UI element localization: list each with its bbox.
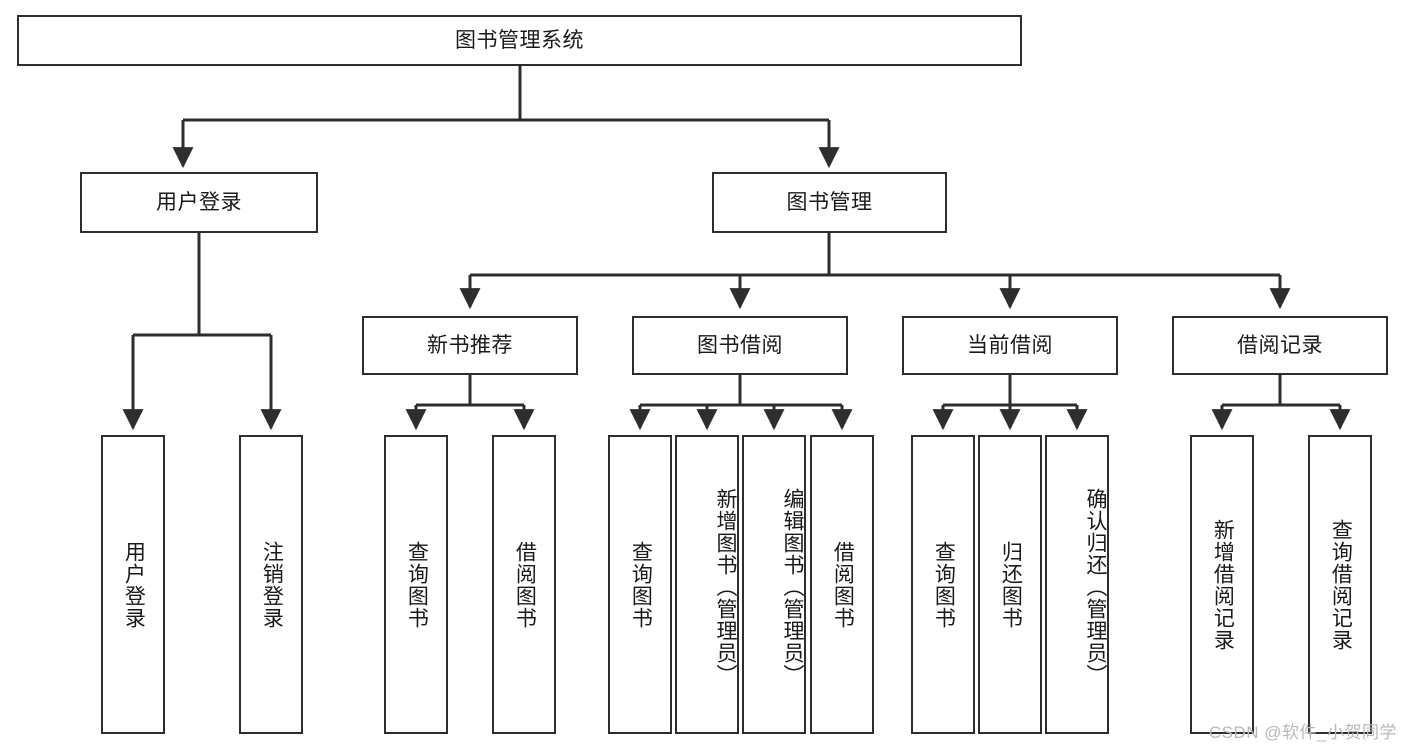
node-leaf-book-borrow-action[interactable]: 借阅图书: [810, 435, 874, 734]
node-leaf-book-add-label: 新增图书（管理员）: [714, 487, 737, 686]
node-leaf-newbook-query[interactable]: 查询图书: [384, 435, 448, 734]
node-leaf-logout[interactable]: 注销登录: [239, 435, 303, 734]
node-book-manage[interactable]: 图书管理: [712, 172, 947, 233]
node-leaf-newbook-borrow[interactable]: 借阅图书: [492, 435, 556, 734]
node-leaf-borrow-query-label: 查询图书: [629, 540, 653, 629]
node-leaf-record-add[interactable]: 新增借阅记录: [1190, 435, 1254, 734]
node-leaf-book-edit-label: 编辑图书（管理员）: [781, 487, 804, 686]
node-user-login-label: 用户登录: [156, 190, 242, 214]
node-leaf-borrow-query[interactable]: 查询图书: [608, 435, 672, 734]
node-leaf-record-query-label: 查询借阅记录: [1329, 518, 1353, 651]
node-root-label: 图书管理系统: [455, 28, 584, 52]
node-leaf-newbook-query-label: 查询图书: [405, 540, 429, 629]
node-leaf-user-login[interactable]: 用户登录: [101, 435, 165, 734]
node-leaf-record-add-label: 新增借阅记录: [1211, 518, 1235, 651]
node-leaf-return-book[interactable]: 归还图书: [978, 435, 1042, 734]
node-book-borrow[interactable]: 图书借阅: [632, 316, 848, 375]
node-leaf-user-login-label: 用户登录: [122, 540, 146, 629]
node-current-borrow-label: 当前借阅: [967, 333, 1053, 357]
node-user-login[interactable]: 用户登录: [80, 172, 318, 233]
node-leaf-confirm-return-label: 确认归还（管理员）: [1084, 487, 1107, 686]
node-leaf-current-query[interactable]: 查询图书: [911, 435, 975, 734]
node-new-book-recommend[interactable]: 新书推荐: [362, 316, 578, 375]
node-leaf-logout-label: 注销登录: [260, 540, 284, 629]
node-leaf-newbook-borrow-label: 借阅图书: [513, 540, 537, 629]
node-leaf-book-add[interactable]: 新增图书（管理员）: [675, 435, 739, 734]
node-leaf-record-query[interactable]: 查询借阅记录: [1308, 435, 1372, 734]
node-leaf-return-book-label: 归还图书: [999, 540, 1023, 629]
node-current-borrow[interactable]: 当前借阅: [902, 316, 1118, 375]
node-book-borrow-label: 图书借阅: [697, 333, 783, 357]
node-leaf-book-edit[interactable]: 编辑图书（管理员）: [742, 435, 806, 734]
node-root[interactable]: 图书管理系统: [17, 15, 1022, 66]
node-leaf-current-query-label: 查询图书: [932, 540, 956, 629]
node-leaf-confirm-return[interactable]: 确认归还（管理员）: [1045, 435, 1109, 734]
csdn-watermark: CSDN @软件_小贺同学: [1208, 723, 1397, 742]
node-borrow-record-label: 借阅记录: [1237, 333, 1323, 357]
node-borrow-record[interactable]: 借阅记录: [1172, 316, 1388, 375]
node-leaf-book-borrow-action-label: 借阅图书: [831, 540, 855, 629]
node-new-book-recommend-label: 新书推荐: [427, 333, 513, 357]
node-book-manage-label: 图书管理: [786, 190, 873, 214]
